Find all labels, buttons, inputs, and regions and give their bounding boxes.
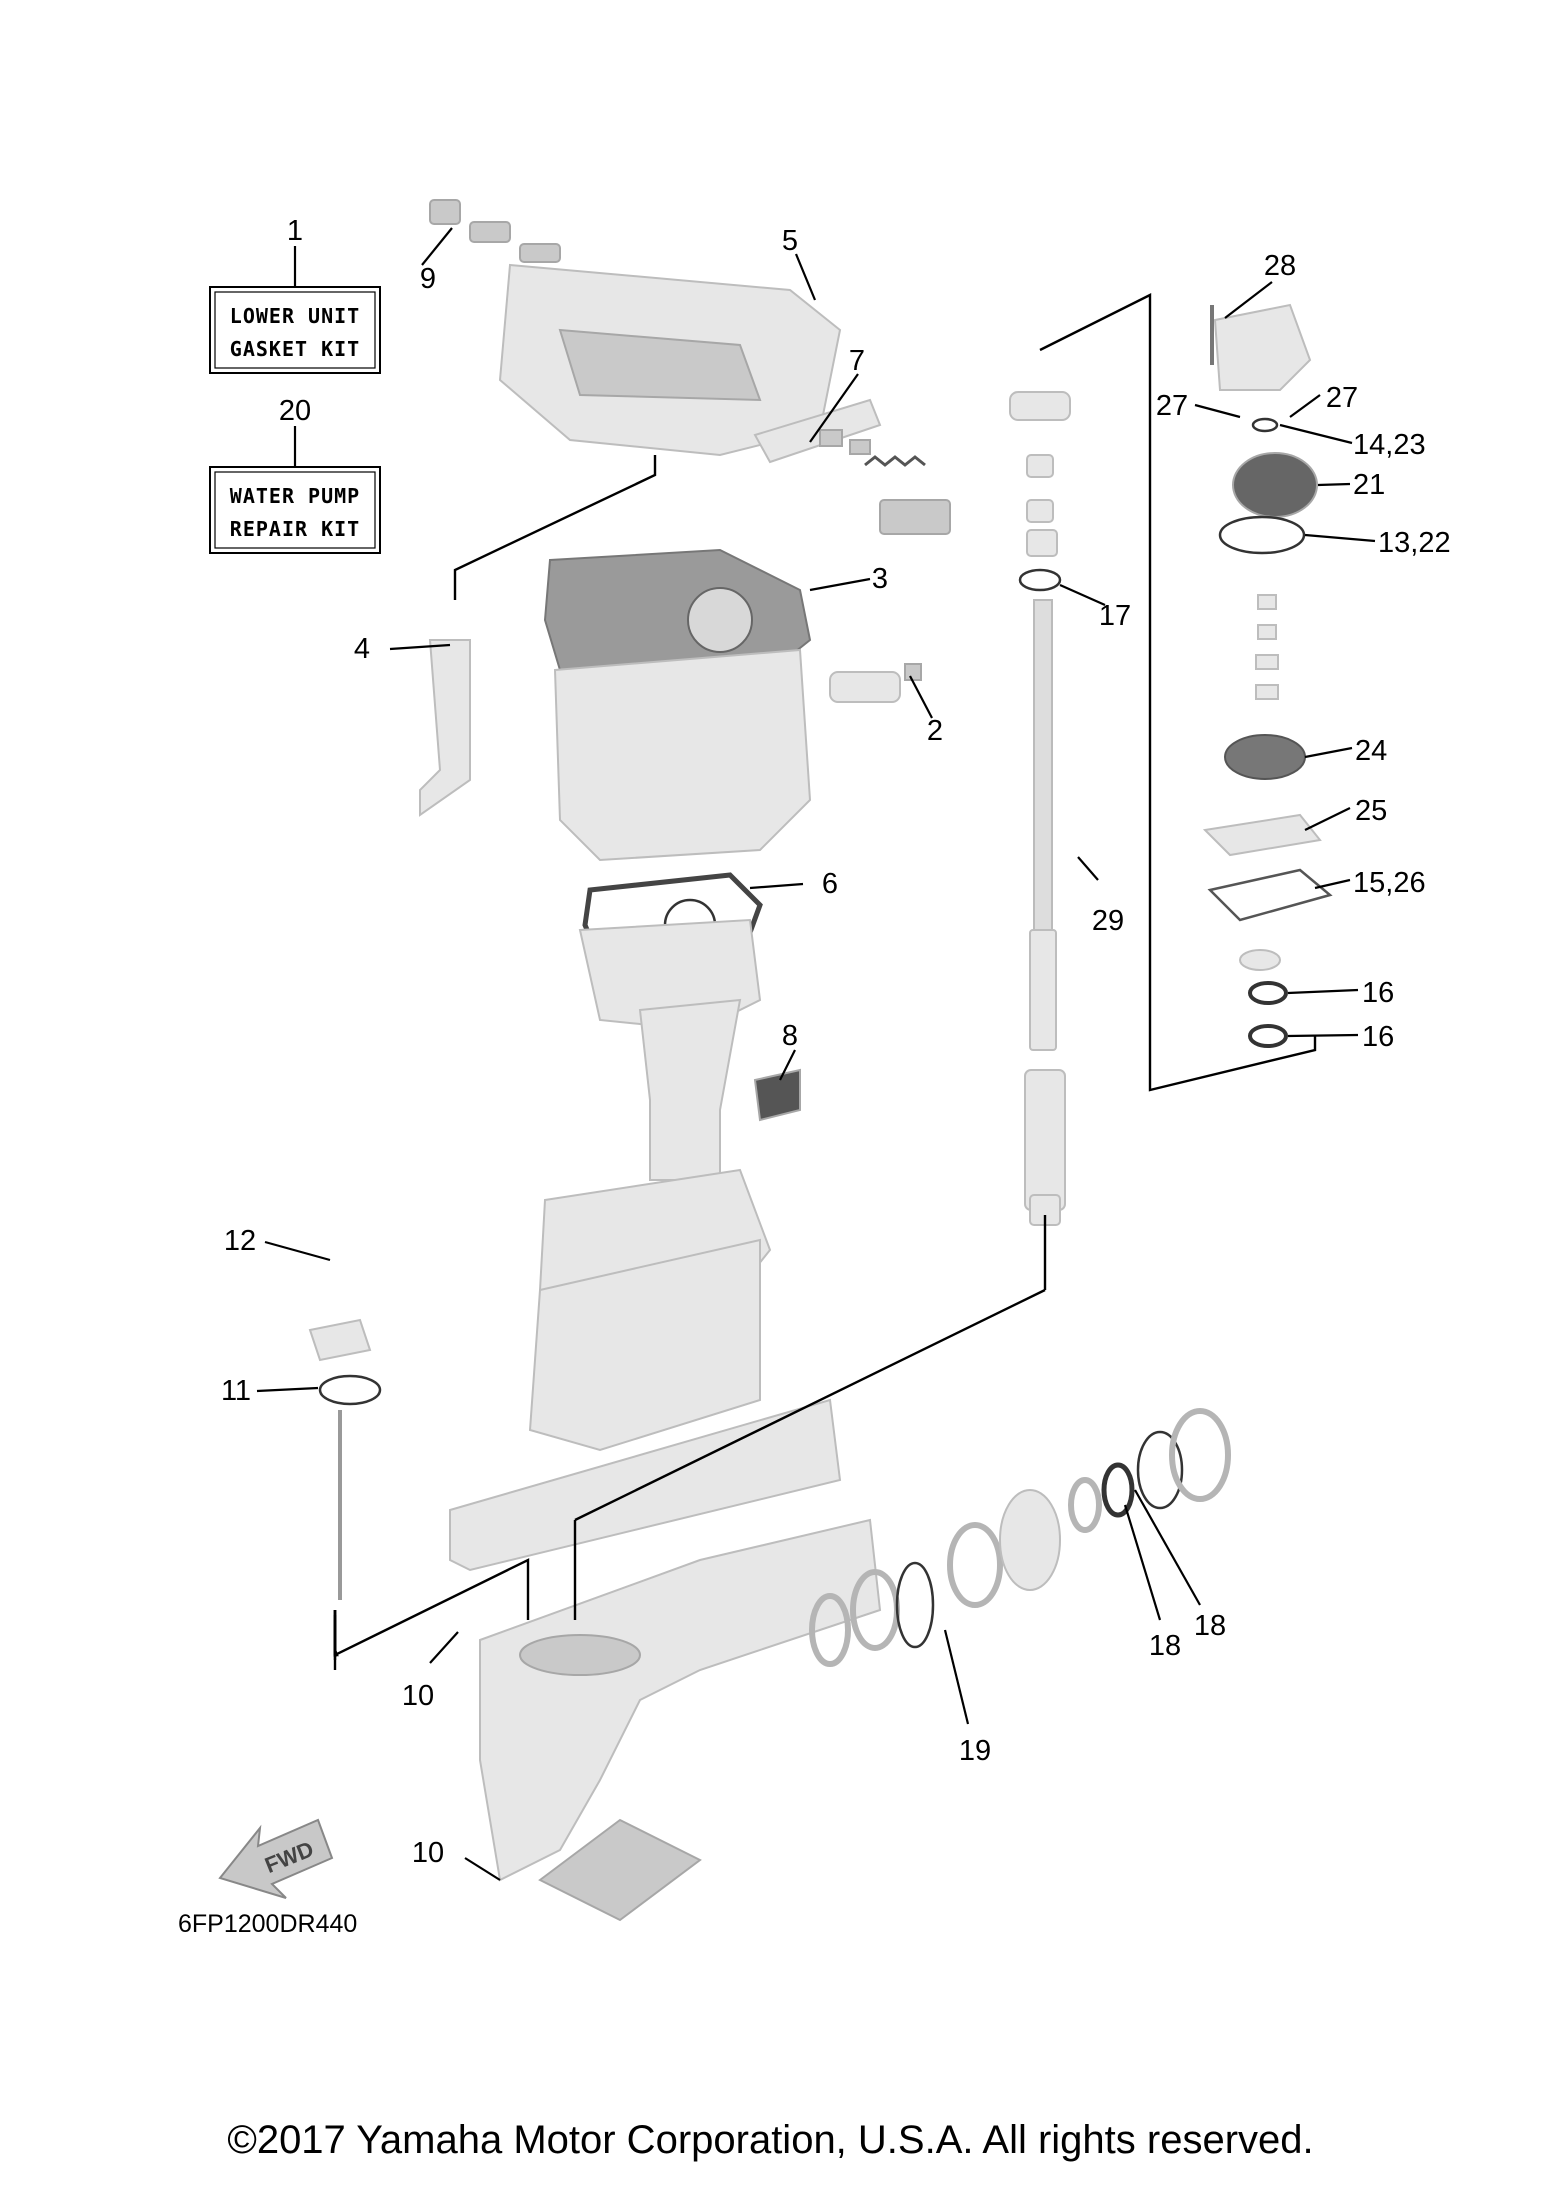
callout-3: 3 [872, 563, 888, 595]
callout-21: 21 [1353, 469, 1385, 501]
kit-gasket-line1: LOWER UNIT [230, 304, 360, 328]
kit-gasket-line2: GASKET KIT [230, 337, 360, 361]
callout-27b: 27 [1326, 382, 1358, 414]
upper-housing-pan [429, 199, 842, 457]
kit-pump-line2: REPAIR KIT [230, 517, 360, 541]
callout-13-22: 13,22 [1378, 527, 1451, 559]
callout-28: 28 [1264, 250, 1296, 282]
callout-29: 29 [1092, 905, 1124, 937]
callout-27a: 27 [1156, 390, 1188, 422]
callout-10a: 10 [402, 1680, 434, 1712]
callout-17: 17 [1099, 600, 1131, 632]
callout-25: 25 [1355, 795, 1387, 827]
callout-5: 5 [782, 225, 798, 257]
callout-18a: 18 [1149, 1630, 1181, 1662]
gear-case [479, 1518, 882, 1922]
fwd-arrow-icon: FWD [218, 1818, 334, 1899]
callout-12: 12 [224, 1225, 256, 1257]
callout-7: 7 [849, 345, 865, 377]
drive-shaft [1009, 391, 1071, 1226]
callout-20: 20 [279, 395, 311, 427]
callout-16a: 16 [1362, 977, 1394, 1009]
callout-1: 1 [287, 215, 303, 247]
copyright-notice: ©2017 Yamaha Motor Corporation, U.S.A. A… [227, 2118, 1314, 2162]
callout-16b: 16 [1362, 1021, 1394, 1053]
callout-10b: 10 [412, 1837, 444, 1869]
callout-6: 6 [822, 868, 838, 900]
callout-4: 4 [354, 633, 370, 665]
callout-2: 2 [927, 715, 943, 747]
diagram-code: 6FP1200DR440 [178, 1910, 357, 1938]
leader-lines [256, 227, 1376, 1881]
callout-15-26: 15,26 [1353, 867, 1426, 899]
callout-24: 24 [1355, 735, 1387, 767]
callout-19: 19 [959, 1735, 991, 1767]
callout-8: 8 [782, 1020, 798, 1052]
callout-18b: 18 [1194, 1610, 1226, 1642]
callout-9: 9 [420, 263, 436, 295]
callout-14-23: 14,23 [1353, 429, 1426, 461]
kit-pump-line1: WATER PUMP [230, 484, 360, 508]
callout-labels: 9 5 7 3 4 2 6 8 12 11 10 10 19 18 18 17 … [221, 225, 1451, 1869]
callout-11: 11 [221, 1375, 251, 1407]
kit-box-gasket: LOWER UNIT GASKET KIT [209, 286, 381, 374]
kit-box-water-pump: WATER PUMP REPAIR KIT [209, 466, 381, 554]
